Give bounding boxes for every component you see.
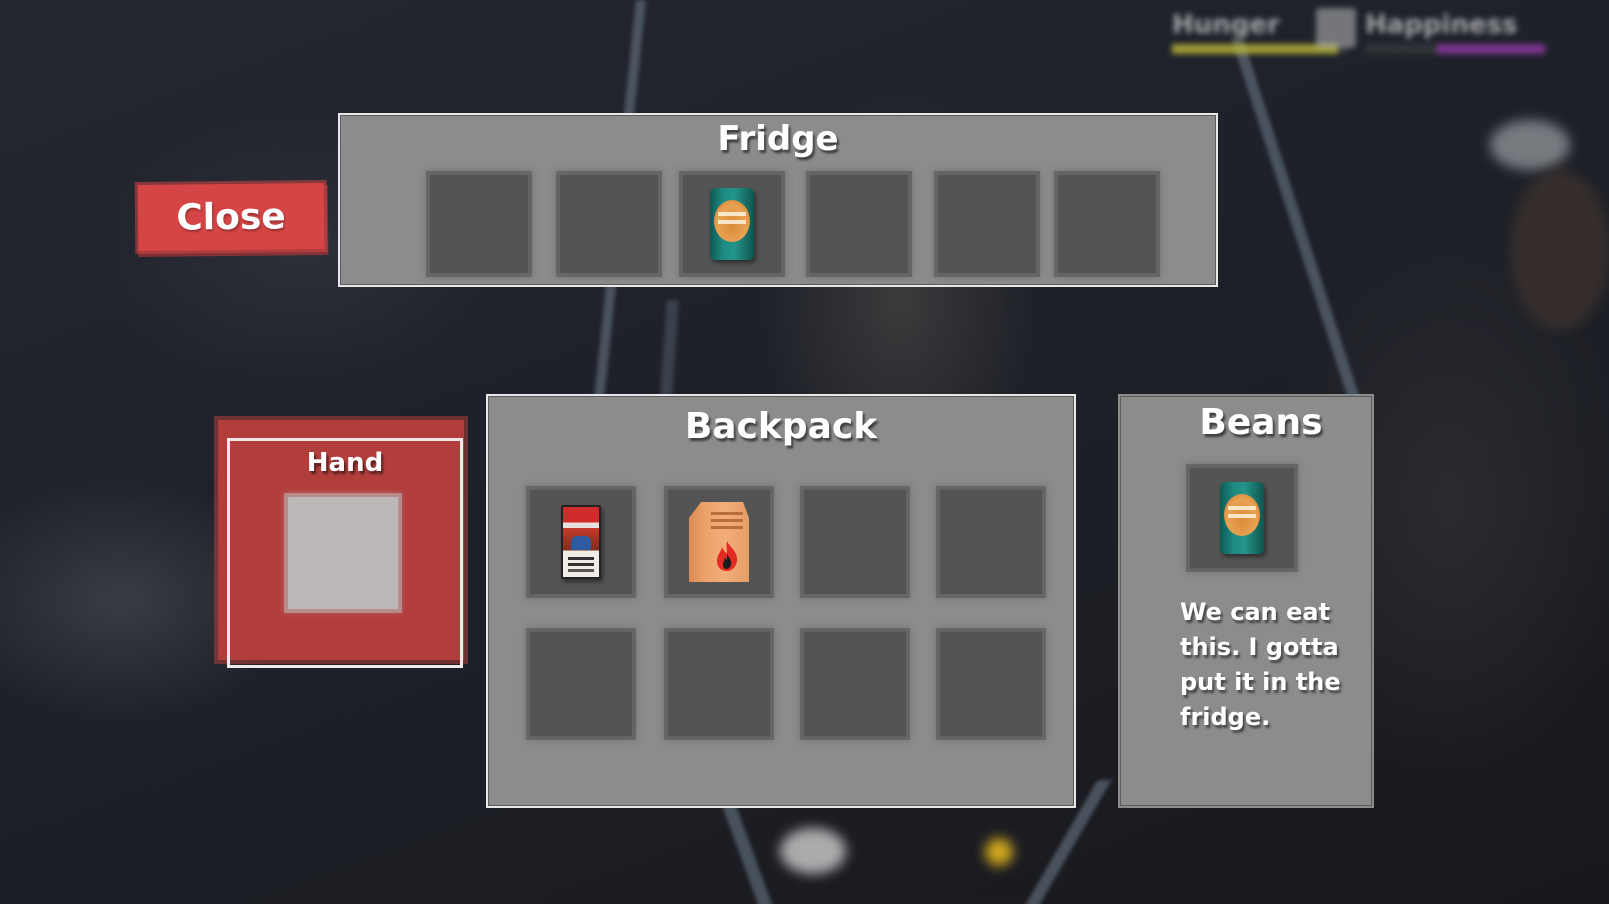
baked-beans-can-icon[interactable] <box>710 188 754 260</box>
fridge-panel: Fridge <box>338 113 1218 287</box>
background-rail <box>1231 40 1361 400</box>
hud-hunger-fill <box>1172 44 1339 54</box>
hud-hunger: Hunger <box>1172 10 1347 54</box>
backpack-slot-3[interactable] <box>804 490 906 594</box>
item-details-preview <box>1190 468 1294 568</box>
hud-happiness-fill <box>1437 44 1545 54</box>
backpack-slot-6[interactable] <box>668 632 770 736</box>
baked-beans-can-icon <box>1220 482 1264 554</box>
fridge-slot-5[interactable] <box>938 175 1036 273</box>
backpack-slot-2[interactable] <box>668 490 770 594</box>
backpack-slot-4[interactable] <box>940 490 1042 594</box>
close-button[interactable]: Close <box>137 183 325 251</box>
backpack-title: Backpack <box>684 406 878 447</box>
item-details-description: We can eat this. I gotta put it in the f… <box>1180 598 1341 731</box>
backpack-slot-1[interactable] <box>530 490 632 594</box>
backpack-slot-7[interactable] <box>804 632 906 736</box>
backpack-slot-8[interactable] <box>940 632 1042 736</box>
hand-panel-frame <box>227 438 463 668</box>
backpack-panel: Backpack <box>486 394 1076 808</box>
background-object <box>780 828 846 874</box>
background-object <box>1510 170 1609 330</box>
fridge-title: Fridge <box>717 119 839 159</box>
backpack-slot-5[interactable] <box>530 632 632 736</box>
background-light <box>985 838 1013 866</box>
background-rail <box>719 800 775 904</box>
hand-slot[interactable] <box>288 497 398 609</box>
item-details-title: Beans <box>1199 402 1323 443</box>
fridge-slot-4[interactable] <box>810 175 908 273</box>
fridge-slot-1[interactable] <box>430 175 528 273</box>
flame-icon <box>717 541 738 571</box>
fridge-slot-6[interactable] <box>1058 175 1156 273</box>
hud-hunger-bar <box>1172 44 1347 54</box>
bag-stripe <box>711 512 743 515</box>
cigarette-pack-icon[interactable] <box>561 505 601 579</box>
hud-happiness: Happiness <box>1365 10 1545 54</box>
fridge-slot-2[interactable] <box>560 175 658 273</box>
hand-title: Hand <box>306 448 384 478</box>
bag-stripe <box>711 526 743 529</box>
hud-happiness-label: Happiness <box>1365 10 1518 40</box>
background-object <box>1490 120 1570 170</box>
charcoal-bag-icon[interactable] <box>689 502 749 582</box>
item-details-panel: Beans <box>1118 394 1374 808</box>
hud-center-icon <box>1316 8 1356 48</box>
hud-happiness-bar <box>1365 44 1545 54</box>
bag-stripe <box>711 519 743 522</box>
hud-hunger-label: Hunger <box>1172 10 1280 40</box>
fridge-slot-3[interactable] <box>683 175 781 273</box>
